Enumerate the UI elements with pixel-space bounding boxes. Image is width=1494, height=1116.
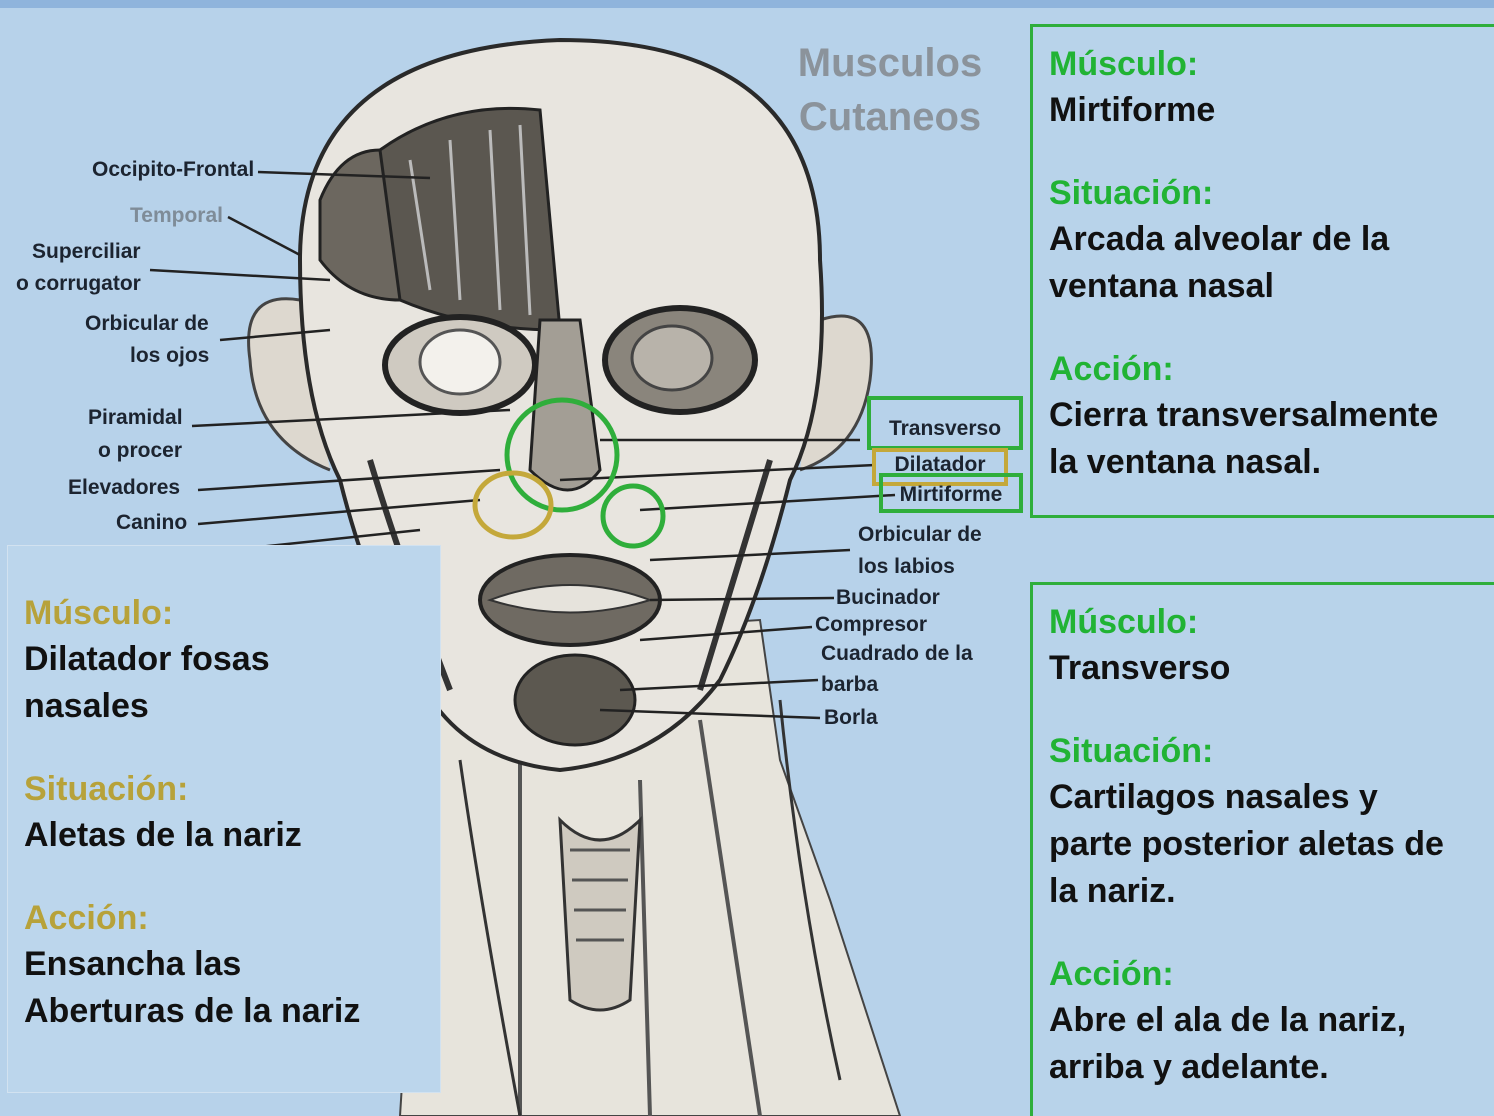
label-occipito-frontal: Occipito-Frontal bbox=[92, 158, 255, 181]
panel-transverso: Músculo: Transverso Situación: Cartilago… bbox=[1030, 582, 1494, 1116]
panel-transverso-situacion-heading: Situación: bbox=[1049, 732, 1214, 770]
label-superciliar: Superciliar bbox=[32, 240, 141, 263]
label-compresor: Compresor bbox=[815, 613, 928, 636]
panel-transverso-musculo-value: Transverso bbox=[1049, 649, 1231, 687]
panel-transverso-accion-heading: Acción: bbox=[1049, 955, 1174, 993]
label-dilatador: Dilatador bbox=[894, 453, 986, 476]
panel-dilatador-situacion-value: Aletas de la nariz bbox=[24, 816, 302, 854]
panel-mirtiforme-musculo-heading: Músculo: bbox=[1049, 45, 1199, 83]
panel-dilatador-musculo-heading: Músculo: bbox=[24, 594, 174, 632]
panel-transverso-situacion-value-1: Cartilagos nasales y bbox=[1049, 778, 1378, 816]
panel-dilatador-musculo-value-2: nasales bbox=[24, 687, 149, 725]
label-mirtiforme: Mirtiforme bbox=[899, 483, 1003, 506]
top-bar bbox=[0, 0, 1494, 8]
title-line-2: Cutaneos bbox=[798, 95, 982, 139]
label-orbicular-ojos-2: los ojos bbox=[130, 344, 210, 367]
diagram-title: Musculos Cutaneos bbox=[790, 36, 990, 144]
panel-dilatador-accion-value-2: Aberturas de la nariz bbox=[24, 992, 361, 1030]
panel-dilatador-accion-value-1: Ensancha las bbox=[24, 945, 242, 983]
panel-mirtiforme-accion-value-1: Cierra transversalmente bbox=[1049, 396, 1439, 434]
label-corrugator: o corrugator bbox=[16, 272, 141, 295]
panel-mirtiforme: Músculo: Mirtiforme Situación: Arcada al… bbox=[1030, 24, 1494, 518]
label-orbicular-labios-2: los labios bbox=[858, 555, 955, 578]
label-orbicular-ojos-1: Orbicular de bbox=[85, 312, 209, 335]
title-line-1: Musculos bbox=[797, 41, 983, 85]
panel-transverso-musculo-heading: Músculo: bbox=[1049, 603, 1199, 641]
label-procer: o procer bbox=[98, 439, 183, 462]
panel-dilatador: Músculo: Dilatador fosas nasales Situaci… bbox=[8, 546, 440, 1092]
panel-mirtiforme-situacion-heading: Situación: bbox=[1049, 174, 1214, 212]
panel-mirtiforme-accion-heading: Acción: bbox=[1049, 350, 1174, 388]
label-cuadrado-barba-2: barba bbox=[821, 673, 879, 696]
panel-dilatador-situacion-heading: Situación: bbox=[24, 770, 189, 808]
label-canino: Canino bbox=[116, 511, 188, 534]
panel-mirtiforme-situacion-value-1: Arcada alveolar de la bbox=[1049, 220, 1390, 258]
label-temporal: Temporal bbox=[130, 204, 223, 227]
label-borla: Borla bbox=[824, 706, 878, 729]
panel-dilatador-musculo-value-1: Dilatador fosas bbox=[24, 640, 270, 678]
label-elevadores: Elevadores bbox=[68, 476, 181, 499]
panel-mirtiforme-musculo-value: Mirtiforme bbox=[1049, 91, 1216, 129]
panel-transverso-situacion-value-2: parte posterior aletas de bbox=[1049, 825, 1444, 863]
panel-transverso-accion-value-1: Abre el ala de la nariz, bbox=[1049, 1001, 1407, 1039]
label-cuadrado-barba-1: Cuadrado de la bbox=[821, 642, 973, 665]
panel-transverso-accion-value-2: arriba y adelante. bbox=[1049, 1048, 1329, 1086]
label-bucinador: Bucinador bbox=[836, 586, 940, 609]
label-piramidal: Piramidal bbox=[88, 406, 183, 429]
label-orbicular-labios-1: Orbicular de bbox=[858, 523, 982, 546]
panel-dilatador-accion-heading: Acción: bbox=[24, 899, 149, 937]
label-transverso: Transverso bbox=[888, 417, 1002, 440]
panel-mirtiforme-accion-value-2: la ventana nasal. bbox=[1049, 443, 1322, 481]
panel-mirtiforme-situacion-value-2: ventana nasal bbox=[1049, 267, 1274, 305]
panel-transverso-situacion-value-3: la nariz. bbox=[1049, 872, 1176, 910]
